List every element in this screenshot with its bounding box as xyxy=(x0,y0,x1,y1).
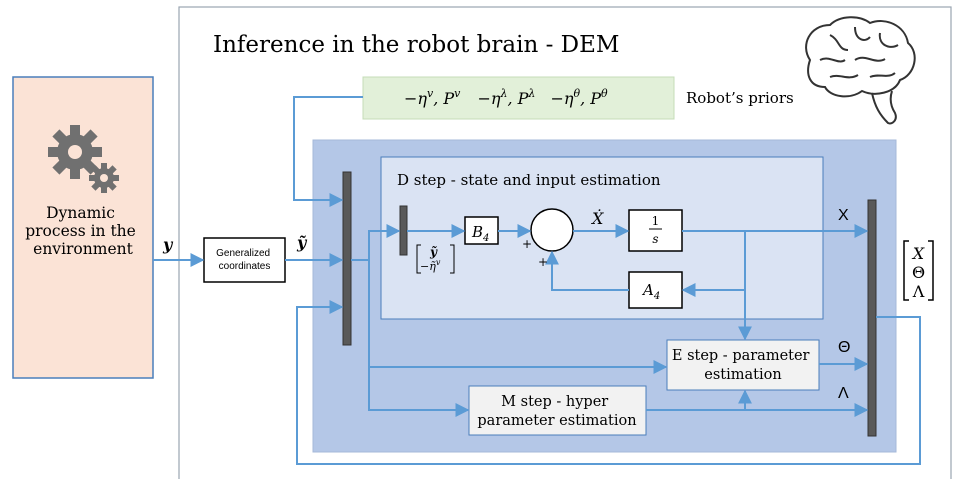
svg-text:X: X xyxy=(911,244,925,263)
svg-text:Θ: Θ xyxy=(912,263,925,282)
arrow-mux-to-mstep xyxy=(368,367,470,417)
signal-y: y xyxy=(162,235,174,254)
signal-theta: Θ xyxy=(838,339,850,356)
signal-lambda: Λ xyxy=(838,385,849,402)
priors-box xyxy=(362,76,675,120)
svg-text:ỹ: ỹ xyxy=(429,245,438,259)
signal-y-tilde: ỹ xyxy=(296,233,308,252)
connections xyxy=(153,96,921,465)
d-step-box xyxy=(380,156,824,320)
diagram-title: Inference in the robot brain - DEM xyxy=(213,32,619,58)
brain-icon xyxy=(805,16,916,125)
svg-text:Λ: Λ xyxy=(912,282,925,301)
priors-terms: −ηv, Pv −ηλ, Pλ −ηθ, Pθ xyxy=(404,82,608,108)
d-step-mux-bar xyxy=(399,205,408,256)
integrator-num: 1 xyxy=(652,214,660,228)
priors-label: Robot’s priors xyxy=(686,89,794,107)
signal-plus-bottom: + xyxy=(538,255,548,269)
output-mux-bar xyxy=(867,199,877,437)
signal-plus-left: + xyxy=(522,237,532,251)
d-step-label: D step - state and input estimation xyxy=(397,171,661,189)
b4-block xyxy=(464,216,499,245)
arrow-feedback-to-mux xyxy=(296,300,921,465)
a4-label: A4 xyxy=(641,281,660,302)
sum-junction xyxy=(530,208,574,252)
m-step-block xyxy=(468,385,647,436)
a4-block xyxy=(628,271,683,309)
environment-label: Dynamic process in the environment xyxy=(25,204,141,258)
dstep-input-vector: ỹ −η̃v xyxy=(416,244,455,274)
integrator-den: s xyxy=(652,232,658,246)
e-step-label: E step - parameter estimation xyxy=(672,348,814,383)
svg-text:−η̃v: −η̃v xyxy=(420,258,441,273)
arrow-priors-to-mux xyxy=(293,96,363,207)
generalized-coordinates-label: Generalized coordinates xyxy=(216,248,273,272)
m-step-label: M step - hyper parameter estimation xyxy=(477,394,636,429)
b4-label: B4 xyxy=(471,223,489,244)
environment-box xyxy=(12,76,154,379)
integrator-block xyxy=(628,209,683,252)
output-vector: X Θ Λ xyxy=(903,240,934,301)
signal-x-dot: Ẋ xyxy=(590,208,604,228)
generalized-coordinates-block xyxy=(203,237,286,283)
arrow-mux-to-dstep xyxy=(351,224,401,261)
input-mux-bar xyxy=(342,171,352,346)
signal-x: X xyxy=(838,207,849,224)
arrow-a4-to-sum xyxy=(545,250,629,291)
